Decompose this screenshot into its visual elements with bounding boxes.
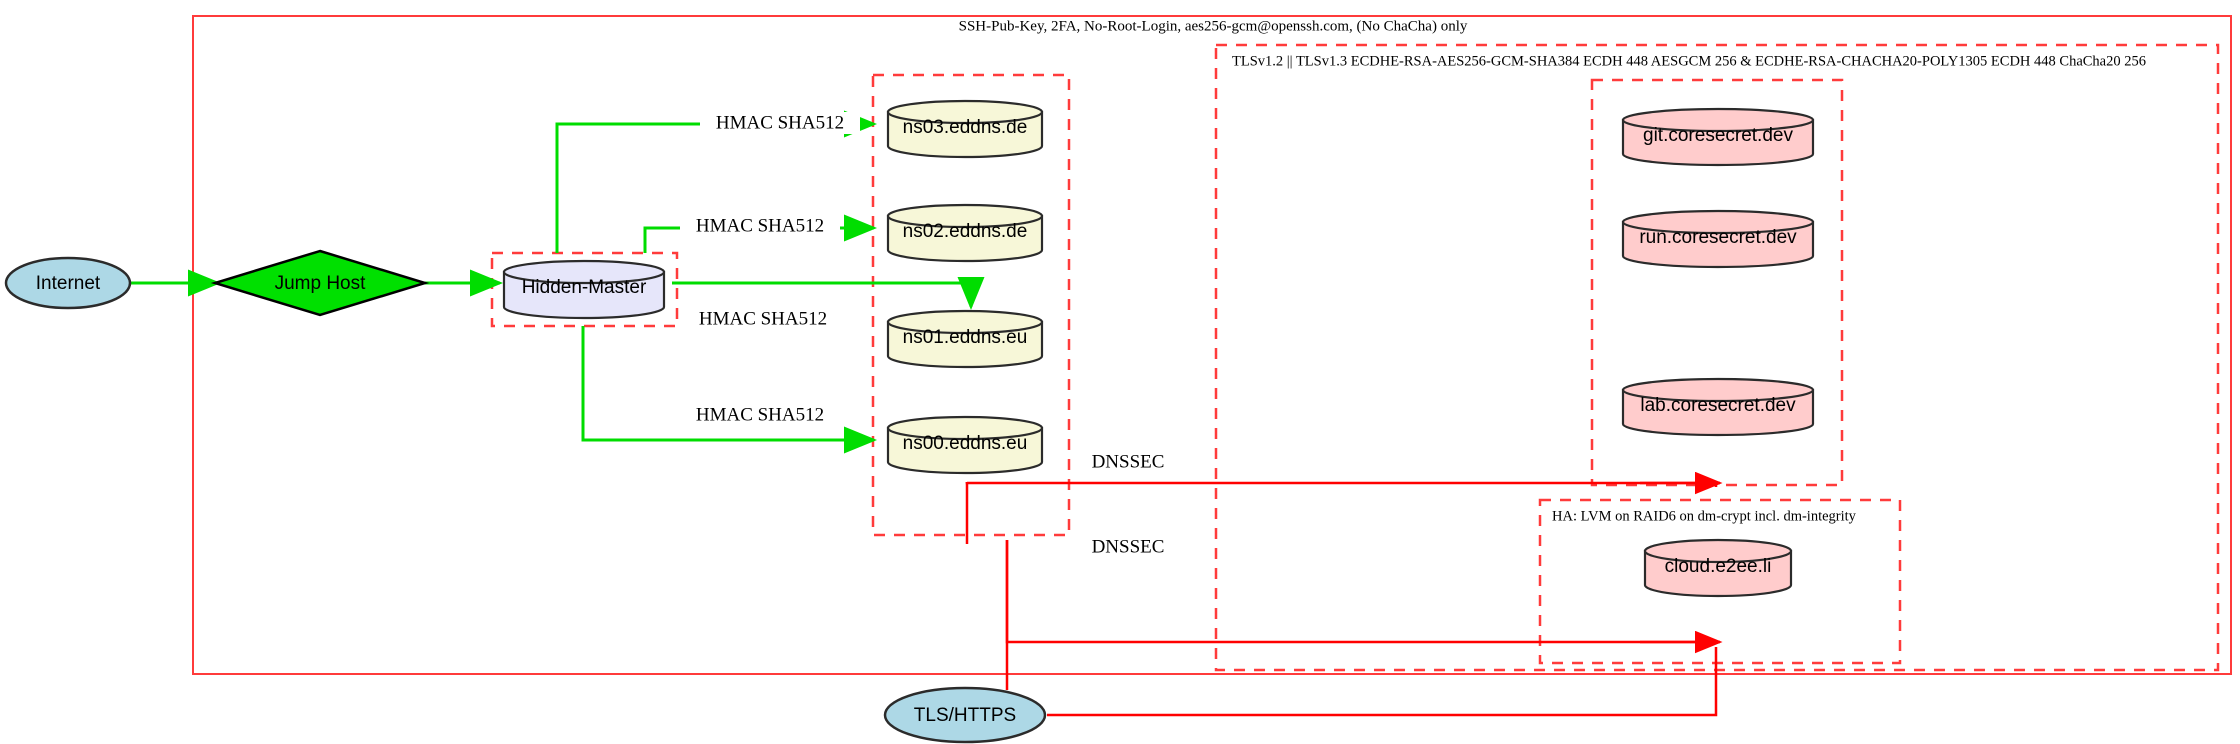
ssh-boundary-box (192, 15, 2232, 675)
node-jump-host[interactable]: Jump Host (210, 249, 430, 317)
edge-tlshttps-right (1047, 647, 1718, 717)
edge-label-hmac-ns02: HMAC SHA512 (696, 215, 824, 236)
node-lab-coresecret-label: lab.coresecret.dev (1640, 395, 1796, 416)
edge-label-dnssec-upper: DNSSEC (1092, 451, 1165, 472)
node-run-coresecret-label: run.coresecret.dev (1639, 227, 1797, 248)
label-bg-hmac-ns02 (680, 215, 840, 237)
node-internet-label: Internet (36, 273, 101, 294)
node-lab-coresecret[interactable]: lab.coresecret.dev (1621, 377, 1815, 437)
node-ns01-label: ns01.eddns.eu (903, 327, 1028, 348)
node-hidden-master-label: Hidden-Master (522, 277, 647, 298)
dns-cluster-box (871, 73, 1071, 537)
node-ns03[interactable]: ns03.eddns.de (886, 99, 1044, 159)
node-tls-https[interactable]: TLS/HTTPS (883, 686, 1047, 744)
edge-hiddenmaster-ns01 (672, 277, 985, 310)
ha-boundary-box (1538, 498, 1902, 665)
edge-label-hmac-ns03: HMAC SHA512 (716, 112, 844, 133)
ha-boundary-label: HA: LVM on RAID6 on dm-crypt incl. dm-in… (1552, 508, 1857, 524)
node-tls-https-label: TLS/HTTPS (914, 705, 1016, 726)
tls-boundary-label: TLSv1.2 || TLSv1.3 ECDHE-RSA-AES256-GCM-… (1232, 53, 2146, 69)
label-bg-hmac-ns00 (680, 404, 840, 426)
node-git-coresecret-label: git.coresecret.dev (1643, 125, 1793, 146)
node-ns03-label: ns03.eddns.de (903, 117, 1028, 138)
edge-hiddenmaster-ns00 (581, 326, 877, 454)
node-cloud-e2ee[interactable]: cloud.e2ee.li (1643, 538, 1793, 598)
node-hidden-master[interactable]: Hidden-Master (502, 259, 666, 320)
edge-label-dnssec-lower: DNSSEC (1092, 536, 1165, 557)
node-ns01[interactable]: ns01.eddns.eu (886, 309, 1044, 369)
node-ns02-label: ns02.eddns.de (903, 221, 1028, 242)
label-bg-hmac-ns03 (700, 112, 860, 134)
node-ns02[interactable]: ns02.eddns.de (886, 203, 1044, 263)
node-jump-host-label: Jump Host (275, 273, 367, 294)
edge-label-hmac-ns00: HMAC SHA512 (696, 404, 824, 425)
node-run-coresecret[interactable]: run.coresecret.dev (1621, 209, 1815, 269)
ssh-boundary-label: SSH-Pub-Key, 2FA, No-Root-Login, aes256-… (959, 18, 1468, 34)
node-ns00-label: ns00.eddns.eu (903, 433, 1028, 454)
edge-label-hmac-ns01: HMAC SHA512 (699, 308, 827, 329)
edge-dnssec-upper (965, 481, 1718, 487)
node-internet[interactable]: Internet (4, 256, 132, 310)
node-git-coresecret[interactable]: git.coresecret.dev (1621, 107, 1815, 167)
node-cloud-e2ee-label: cloud.e2ee.li (1665, 556, 1772, 577)
node-ns00[interactable]: ns00.eddns.eu (886, 415, 1044, 475)
